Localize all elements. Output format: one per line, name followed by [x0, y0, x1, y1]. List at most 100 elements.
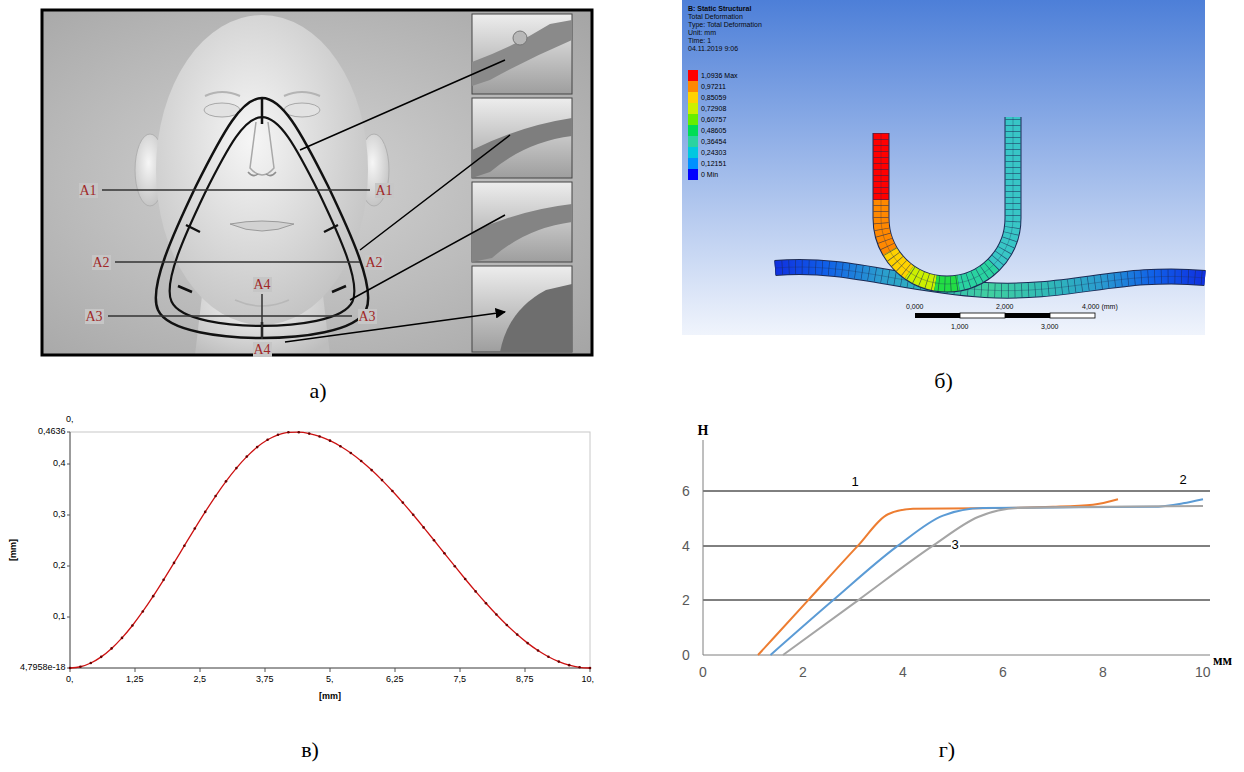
data-point [204, 511, 207, 514]
ring-outline [881, 117, 1013, 284]
legend-label: 0,12151 [701, 160, 726, 168]
legend-label: 0,60757 [701, 116, 726, 124]
scale-bar [915, 313, 1095, 318]
data-point [391, 490, 394, 493]
legend-label: 0 Min [701, 171, 718, 179]
axis-value: 10, [582, 675, 595, 685]
axis-value: 3,75 [256, 675, 274, 685]
scale-value: 1,000 [951, 323, 969, 331]
data-point [578, 666, 581, 669]
data-point [433, 539, 436, 542]
legend-swatch [688, 81, 698, 92]
data-point [298, 431, 301, 434]
data-curve [69, 431, 592, 669]
data-point [381, 479, 384, 482]
force-curve [758, 499, 1118, 655]
axis-value: 0,1 [53, 612, 66, 622]
legend-label: 0,48605 [701, 127, 726, 135]
fea-header: Time: 1 [688, 37, 711, 45]
curve-number: 3 [951, 538, 960, 552]
legend-label: 0,36454 [701, 138, 726, 146]
axis-title: [mm] [319, 692, 341, 702]
curve-number: 2 [1179, 473, 1188, 487]
axis-title: мм [1213, 653, 1232, 668]
figure-panel: в) [20, 410, 600, 762]
mesh-lines [881, 117, 1013, 284]
axis-value: 0, [66, 675, 74, 685]
legend-swatch [688, 103, 698, 114]
force-curve [783, 506, 1203, 655]
nostril [248, 172, 276, 176]
data-point [474, 590, 477, 593]
data-point [464, 578, 467, 581]
legend-label: 0,72908 [701, 105, 726, 113]
data-point [79, 665, 82, 668]
panel-background [42, 10, 592, 355]
fea-header: Unit: mm [688, 29, 716, 37]
force-curve [771, 499, 1204, 655]
data-point [422, 526, 425, 529]
legend-label: 0,97211 [701, 83, 726, 91]
axis-value: 6 [682, 484, 690, 499]
axis-value: 0, [66, 415, 74, 425]
plot-area [70, 432, 590, 668]
axis-value: 6 [999, 665, 1007, 680]
data-point [339, 445, 342, 448]
axis-value: 0,2 [53, 561, 66, 571]
cushion-section [472, 204, 572, 262]
scale-value: 0,000 [906, 303, 924, 311]
axis-line [703, 440, 1210, 655]
axis-line [70, 432, 590, 668]
axis-value: 0,3 [53, 510, 66, 520]
figure-panel: а) [42, 10, 594, 403]
nose [250, 122, 274, 175]
axis-value: 6,25 [386, 675, 404, 685]
data-point [90, 662, 93, 665]
data-point [287, 431, 290, 434]
data-point [370, 469, 373, 472]
section-label: A4 [253, 277, 272, 292]
data-point [454, 565, 457, 568]
section-label: A3 [85, 309, 104, 324]
panel-background [682, 0, 1205, 335]
axis-tick [67, 432, 590, 672]
legend-swatch [688, 158, 698, 169]
head [156, 15, 368, 325]
data-point [485, 602, 488, 605]
data-point [152, 595, 155, 598]
data-point [142, 610, 145, 613]
eye [284, 103, 320, 117]
cushion-section [472, 20, 572, 86]
panel-caption: б) [934, 368, 953, 393]
data-point [558, 660, 561, 663]
section-label: A2 [365, 255, 384, 270]
callout-arrow [285, 60, 510, 342]
data-point [412, 513, 415, 516]
scale-value: 4,000 (mm) [1082, 303, 1118, 311]
axis-value: 0 [699, 665, 707, 680]
data-point [277, 434, 280, 437]
fea-header: B: Static Structural [688, 5, 751, 13]
section-label: A2 [92, 255, 111, 270]
axis-value: 4 [899, 665, 907, 680]
data-point [235, 467, 238, 470]
deformed-ring [890, 251, 909, 272]
inset-frame [472, 14, 572, 94]
axis-value: 1,25 [126, 675, 144, 685]
data-point [256, 446, 259, 449]
figure-panel: г) [650, 410, 1244, 762]
mesh-lines [881, 117, 1013, 284]
axis-value: 0,4636 [38, 427, 66, 437]
data-point [266, 438, 269, 441]
axis-title: [mm] [9, 539, 19, 561]
data-point [308, 432, 311, 435]
data-point [214, 495, 217, 498]
data-point [110, 647, 113, 650]
legend-swatch [688, 136, 698, 147]
section-insets [472, 14, 572, 352]
legend-swatch [688, 169, 698, 180]
fea-header: Type: Total Deformation [688, 21, 762, 29]
data-point [443, 552, 446, 555]
data-point [225, 480, 228, 483]
legend-label: 0,85059 [701, 94, 726, 102]
